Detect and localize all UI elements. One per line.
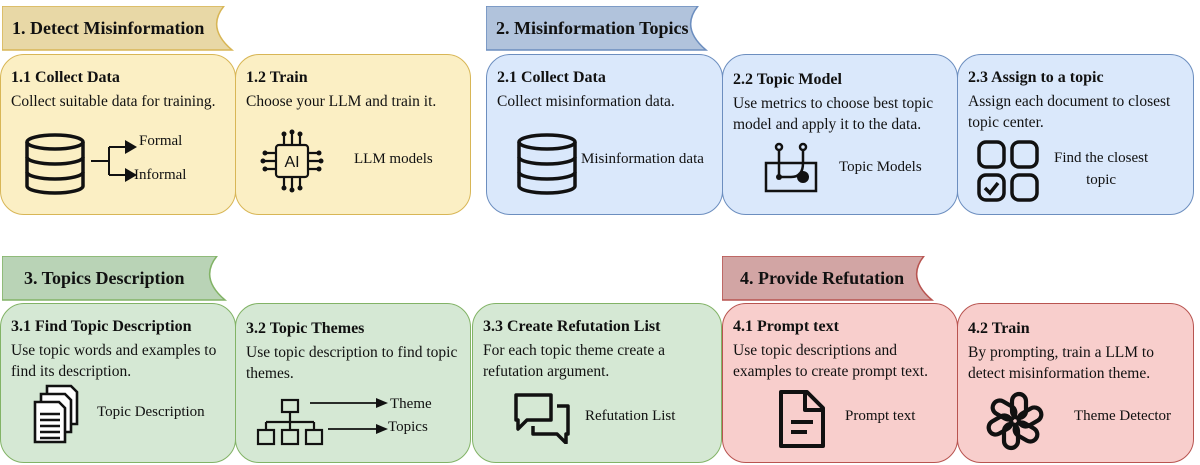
documents-icon xyxy=(33,384,79,444)
card-topic-model: 2.2 Topic Model Use metrics to choose be… xyxy=(722,54,958,215)
card-title: 3.3 Create Refutation List xyxy=(483,318,661,335)
card-description: Collect suitable data for training. xyxy=(11,93,216,110)
theme-arrows xyxy=(310,398,388,434)
banner-title: 1. Detect Misinformation xyxy=(12,18,205,38)
card-collect-data: 1.1 Collect Data Collect suitable data f… xyxy=(0,54,236,215)
card-find-topic-description: 3.1 Find Topic Description Use topic wor… xyxy=(0,303,236,463)
card-description: Use topic descriptions and examples to c… xyxy=(733,342,928,380)
card-title: 2.2 Topic Model xyxy=(733,71,842,88)
banner-provide-refutation: 4. Provide Refutation xyxy=(722,256,952,316)
label-misinformation-data: Misinformation data xyxy=(581,151,704,167)
document-icon xyxy=(779,390,825,448)
hierarchy-icon xyxy=(256,398,324,446)
banner-title: 4. Provide Refutation xyxy=(740,268,905,288)
banner-shape xyxy=(2,256,228,301)
ai-chip-icon: AI xyxy=(260,129,324,193)
chip-label: AI xyxy=(284,154,299,171)
topic-model-icon xyxy=(764,142,818,193)
card-title: 4.2 Train xyxy=(968,320,1030,337)
card-title: 2.1 Collect Data xyxy=(497,69,606,86)
card-description: Use topic words and examples to find its… xyxy=(11,342,217,380)
card-description: By prompting, train a LLM to detect misi… xyxy=(968,344,1154,382)
card-description: For each topic theme create a refutation… xyxy=(483,342,666,380)
label-refutation-list: Refutation List xyxy=(585,408,676,424)
chat-bubbles-icon xyxy=(514,393,570,444)
banner-shape xyxy=(486,6,709,51)
label-informal: Informal xyxy=(134,167,187,183)
label-prompt-text: Prompt text xyxy=(845,408,916,424)
card-description: Use metrics to choose best topic model a… xyxy=(733,95,934,133)
card-title: 3.1 Find Topic Description xyxy=(11,318,192,335)
banner-title: 2. Misinformation Topics xyxy=(496,18,689,38)
card-create-refutation-list: 3.3 Create Refutation List For each topi… xyxy=(472,303,722,463)
database-icon xyxy=(517,133,577,195)
card-collect-misinformation-data: 2.1 Collect Data Collect misinformation … xyxy=(486,54,723,215)
card-title: 3.2 Topic Themes xyxy=(246,320,365,337)
grid-check-icon xyxy=(977,140,1039,202)
label-theme-detector: Theme Detector xyxy=(1074,408,1172,424)
label-formal: Formal xyxy=(139,133,183,149)
banner-shape xyxy=(2,6,235,51)
banner-topics-description: 3. Topics Description xyxy=(2,256,232,316)
card-title: 2.3 Assign to a topic xyxy=(968,69,1104,86)
card-description: Collect misinformation data. xyxy=(497,93,675,110)
database-icon xyxy=(25,133,85,195)
card-assign-topic: 2.3 Assign to a topic Assign each docume… xyxy=(957,54,1194,215)
banner-title: 3. Topics Description xyxy=(24,268,185,288)
label-topic-description: Topic Description xyxy=(97,404,205,420)
card-train: 1.2 Train Choose your LLM and train it. … xyxy=(235,54,471,215)
openai-icon xyxy=(986,391,1044,451)
label-find-closest-topic: Find the closest topic xyxy=(1054,150,1149,188)
branch-arrows xyxy=(91,140,137,182)
label-topic-models: Topic Models xyxy=(839,159,922,175)
banner-shape xyxy=(722,256,935,301)
card-train-llm: 4.2 Train By prompting, train a LLM to d… xyxy=(957,303,1194,463)
banner-misinformation-topics: 2. Misinformation Topics xyxy=(486,6,716,66)
card-title: 4.1 Prompt text xyxy=(733,318,839,335)
banner-detect-misinformation: 1. Detect Misinformation xyxy=(2,6,242,66)
card-topic-themes: 3.2 Topic Themes Use topic description t… xyxy=(235,303,471,463)
card-description: Use topic description to find topic them… xyxy=(246,344,458,382)
card-title: 1.1 Collect Data xyxy=(11,69,120,86)
card-prompt-text: 4.1 Prompt text Use topic descriptions a… xyxy=(722,303,958,463)
label-theme: Theme xyxy=(390,396,432,412)
label-llm-models: LLM models xyxy=(354,151,433,167)
card-description: Choose your LLM and train it. xyxy=(246,93,437,110)
label-topics: Topics xyxy=(388,419,428,435)
card-description: Assign each document to closest topic ce… xyxy=(968,93,1171,131)
card-title: 1.2 Train xyxy=(246,69,308,86)
